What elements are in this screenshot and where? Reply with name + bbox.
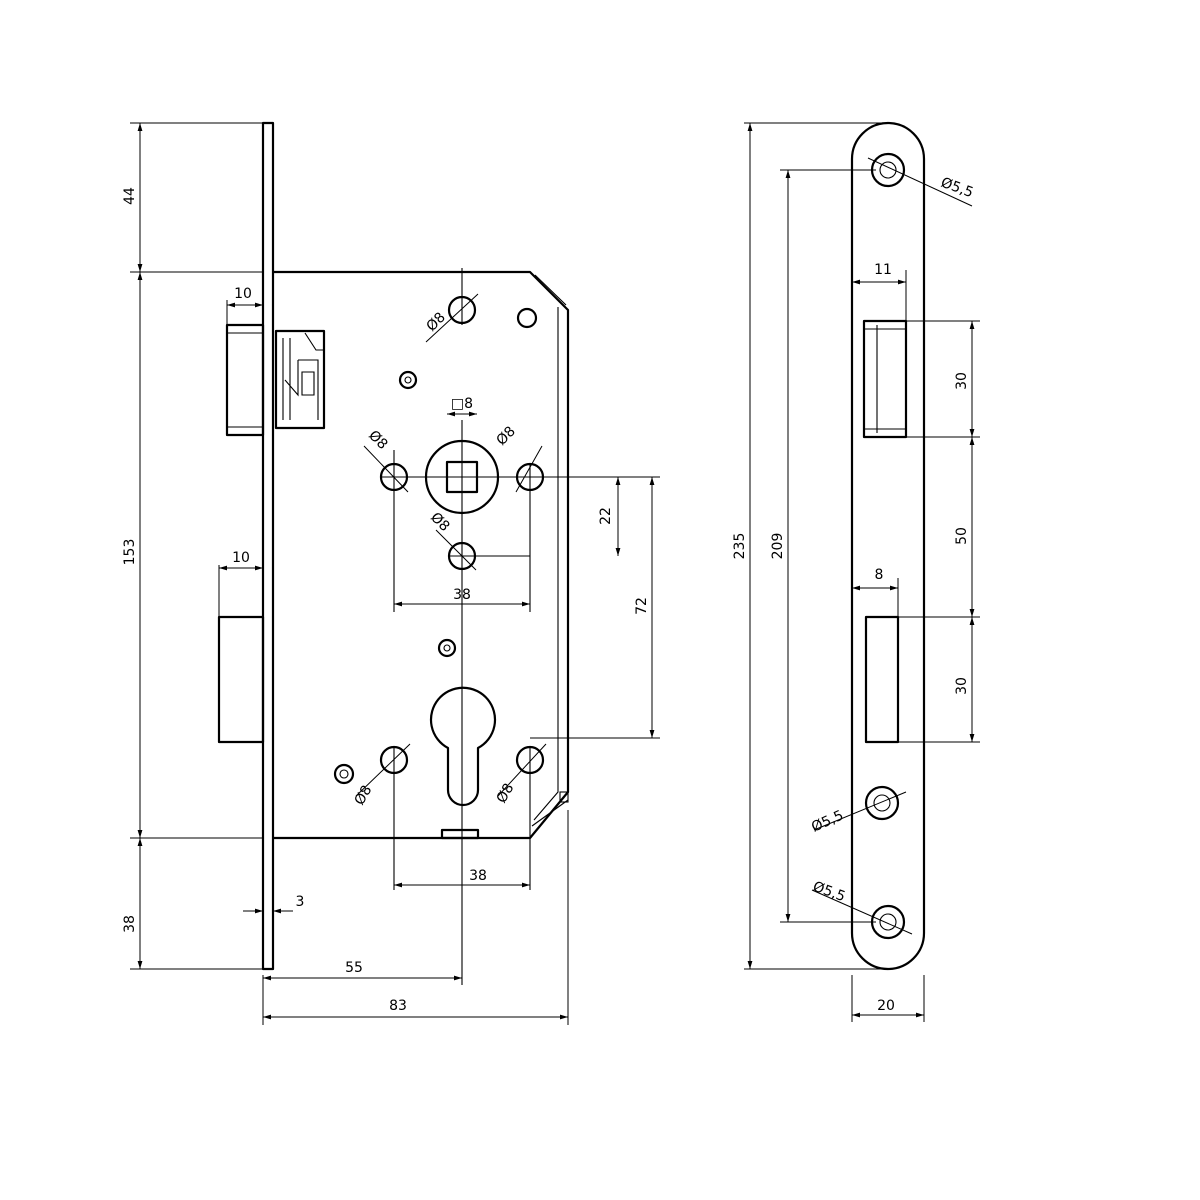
dim-square-spindle: □8 bbox=[451, 396, 473, 412]
dim-handle-to-cylinder: 72 bbox=[634, 597, 650, 615]
dim-latch-cutout-height: 30 bbox=[954, 372, 970, 390]
dim-faceplate-thickness: 3 bbox=[296, 894, 305, 910]
dim-hole-right: Ø8 bbox=[494, 423, 519, 448]
dim-hole-top: Ø8 bbox=[424, 309, 449, 334]
dim-cutout-gap: 50 bbox=[954, 527, 970, 545]
dim-hole-cyl-left: Ø8 bbox=[352, 783, 376, 808]
dim-total-height: 235 bbox=[732, 533, 748, 560]
dim-body-height: 153 bbox=[122, 539, 138, 566]
dim-latch-cutout-depth: 11 bbox=[874, 262, 892, 278]
cylinder-cutout bbox=[429, 686, 497, 807]
dead-bolt bbox=[217, 615, 265, 744]
dim-top-offset: 44 bbox=[122, 187, 138, 205]
dim-hole-top: Ø5,5 bbox=[939, 175, 976, 201]
dim-cylinder-hole-spacing: 38 bbox=[469, 868, 487, 884]
dim-hole-cyl-right: Ø8 bbox=[494, 781, 518, 806]
dim-bottom-offset: 38 bbox=[122, 915, 138, 933]
latch-bolt bbox=[225, 323, 326, 437]
faceplate bbox=[261, 121, 275, 971]
dim-hole-bottom: Ø5,5 bbox=[811, 879, 848, 905]
dim-hole-lower: Ø8 bbox=[427, 510, 452, 535]
latch-cutout bbox=[862, 319, 908, 439]
dim-bolt-cutout-depth: 8 bbox=[875, 567, 884, 583]
dim-hole-spacing: 209 bbox=[770, 533, 786, 560]
dim-hole-left: Ø8 bbox=[365, 428, 390, 453]
dim-plate-width: 20 bbox=[877, 998, 895, 1014]
lock-case bbox=[273, 270, 570, 840]
dim-backset: 55 bbox=[345, 960, 363, 976]
dim-body-width: 83 bbox=[389, 998, 407, 1014]
dim-bolt-cutout-height: 30 bbox=[954, 677, 970, 695]
lock-body-view: 44 153 38 10 10 □8 Ø8 Ø8 Ø8 Ø8 22 38 72 … bbox=[122, 121, 660, 1025]
dim-spindle-to-lower-hole: 22 bbox=[598, 507, 614, 525]
dim-latch-projection: 10 bbox=[234, 286, 252, 302]
bolt-cutout bbox=[864, 615, 900, 744]
dim-handle-hole-spacing: 38 bbox=[453, 587, 471, 603]
dim-hole-middle: Ø5,5 bbox=[809, 807, 846, 835]
strike-plate-view: 235 209 Ø5,5 11 30 50 8 30 Ø5,5 Ø5,5 20 bbox=[732, 121, 980, 1022]
dim-bolt-projection: 10 bbox=[232, 550, 250, 566]
strike-plate bbox=[850, 121, 926, 971]
